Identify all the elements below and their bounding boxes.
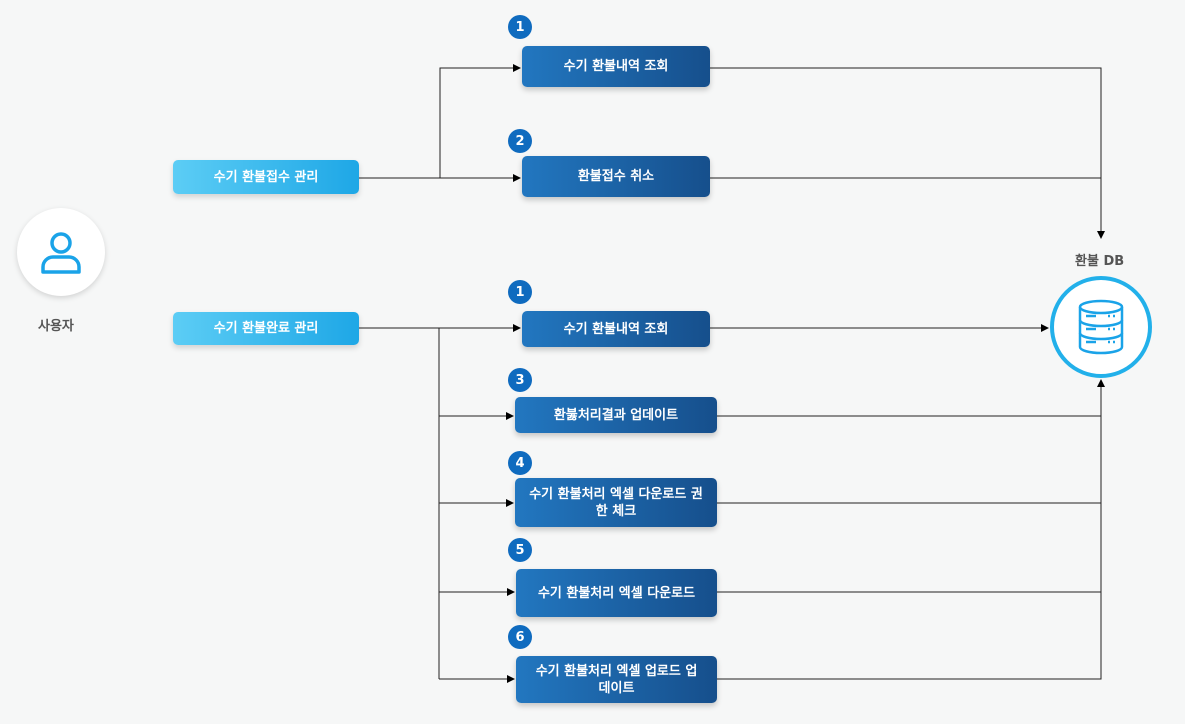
group-manual-refund-receipt[interactable]: 수기 환불접수 관리	[173, 160, 359, 194]
step-cancel-receipt[interactable]: 환불접수 취소	[522, 156, 710, 197]
database-icon	[1078, 299, 1124, 355]
step-badge: 4	[508, 451, 532, 475]
actor-label: 사용자	[38, 319, 74, 334]
step-badge: 5	[508, 538, 532, 562]
step-badge: 2	[508, 129, 532, 153]
step-refund-history-query[interactable]: 수기 환불내역 조회	[522, 46, 710, 87]
group-manual-refund-complete[interactable]: 수기 환불완료 관리	[173, 312, 359, 345]
refund-db	[1050, 276, 1152, 378]
step-refund-history-query[interactable]: 수기 환불내역 조회	[522, 311, 710, 347]
user-icon	[41, 232, 81, 274]
user-actor	[17, 208, 105, 296]
step-badge: 6	[508, 625, 532, 649]
step-excel-upload-update[interactable]: 수기 환불처리 엑셀 업로드 업데이트	[516, 656, 717, 703]
step-update-result[interactable]: 환붏처리결과 업데이트	[515, 397, 717, 433]
step-excel-download-permission[interactable]: 수기 환불처리 엑셀 다운로드 권한 체크	[515, 478, 717, 527]
db-label: 환불 DB	[1075, 254, 1125, 269]
step-badge: 1	[508, 15, 532, 39]
step-badge: 3	[508, 368, 532, 392]
step-badge: 1	[508, 280, 532, 304]
step-excel-download[interactable]: 수기 환불처리 엑셀 다운로드	[516, 569, 717, 617]
